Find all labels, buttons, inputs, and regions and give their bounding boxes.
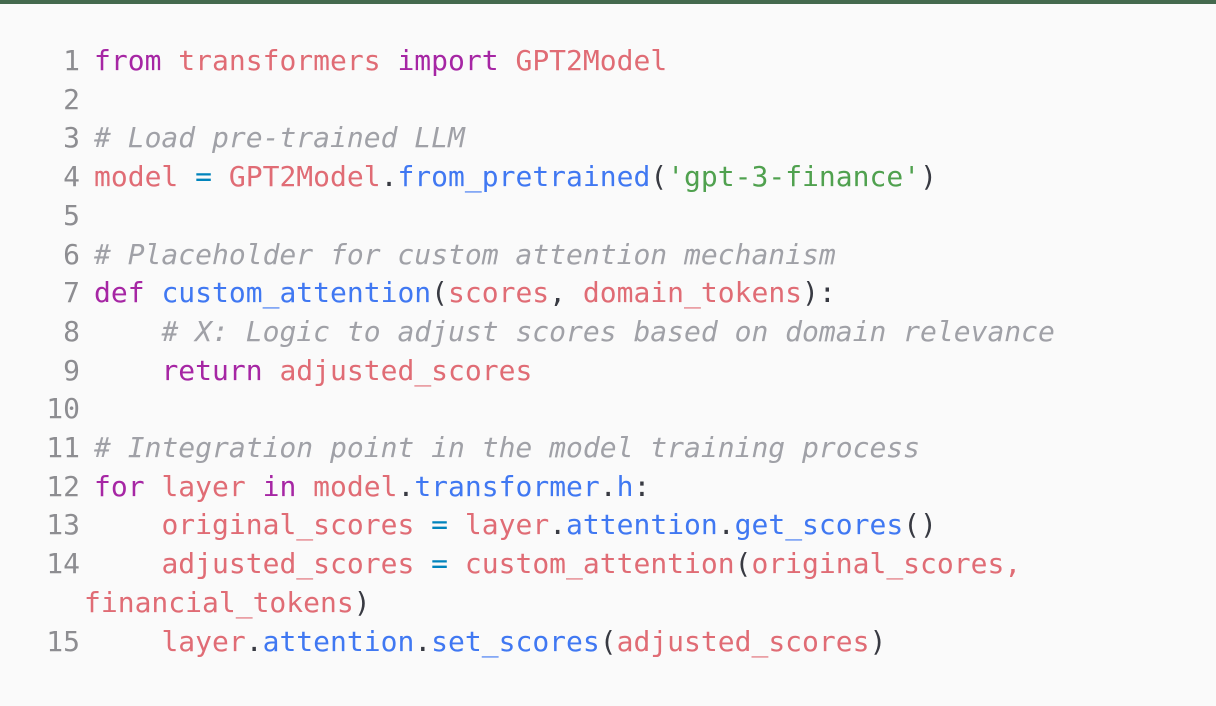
code-text <box>80 390 94 429</box>
code-line: 15 layer.attention.set_scores(adjusted_s… <box>0 623 1216 662</box>
code-text: # Placeholder for custom attention mecha… <box>94 237 836 271</box>
code-line: 14 adjusted_scores = custom_attention(or… <box>0 545 1216 584</box>
line-number: 8 <box>63 314 80 348</box>
code-line: 12 for layer in model.transformer.h: <box>0 468 1216 507</box>
code-editor: 1 from transformers import GPT2Model 2 3 # L… <box>0 4 1216 661</box>
code-line: 1 from transformers import GPT2Model <box>0 42 1216 81</box>
line-number: 10 <box>46 392 80 426</box>
code-text: from transformers import GPT2Model <box>94 44 668 77</box>
line-number: 14 <box>46 547 80 581</box>
line-number: 9 <box>63 353 80 387</box>
code-line: 8 # X: Logic to adjust scores based on d… <box>0 313 1216 352</box>
top-accent-bar <box>0 0 1216 4</box>
line-number: 1 <box>63 44 80 77</box>
code-line: 5 <box>0 197 1216 236</box>
code-line: 2 <box>0 81 1216 120</box>
code-text: # X: Logic to adjust scores based on dom… <box>161 314 1055 348</box>
line-number: 5 <box>63 198 80 232</box>
line-number: 13 <box>46 508 80 542</box>
code-text: # Integration point in the model trainin… <box>94 431 921 465</box>
code-text <box>80 81 94 120</box>
code-text: for layer in model.transformer.h: <box>94 469 651 503</box>
code-line: 10 <box>0 390 1216 429</box>
code-text: # Load pre-trained LLM <box>94 121 465 155</box>
line-number: 11 <box>46 431 80 465</box>
code-line: 6 # Placeholder for custom attention mech… <box>0 236 1216 275</box>
code-text: original_scores = layer.attention.get_sc… <box>161 508 937 542</box>
code-text: financial_tokens) <box>84 585 371 619</box>
code-line: 13 original_scores = layer.attention.get… <box>0 506 1216 545</box>
code-text: adjusted_scores = custom_attention(origi… <box>161 547 1022 581</box>
line-number: 12 <box>46 469 80 503</box>
code-text <box>80 197 94 236</box>
line-number <box>0 584 80 623</box>
line-number: 6 <box>63 237 80 271</box>
code-text: def custom_attention(scores, domain_toke… <box>94 276 836 310</box>
line-number: 3 <box>63 121 80 155</box>
code-text: layer.attention.set_scores(adjusted_scor… <box>161 624 887 658</box>
line-number: 2 <box>63 82 80 116</box>
line-number: 4 <box>63 160 80 194</box>
code-line: 7 def custom_attention(scores, domain_tok… <box>0 274 1216 313</box>
code-line: 3 # Load pre-trained LLM <box>0 119 1216 158</box>
code-text: model = GPT2Model.from_pretrained('gpt-3… <box>94 160 937 194</box>
code-line: 4 model = GPT2Model.from_pretrained('gpt-… <box>0 158 1216 197</box>
code-line: 9 return adjusted_scores <box>0 352 1216 391</box>
line-number: 15 <box>46 624 80 658</box>
code-lines-container: 1 from transformers import GPT2Model 2 3 # L… <box>0 42 1216 661</box>
line-number: 7 <box>63 276 80 310</box>
code-line: 11 # Integration point in the model train… <box>0 429 1216 468</box>
code-line: financial_tokens) <box>0 584 1216 623</box>
code-text: return adjusted_scores <box>161 353 533 387</box>
